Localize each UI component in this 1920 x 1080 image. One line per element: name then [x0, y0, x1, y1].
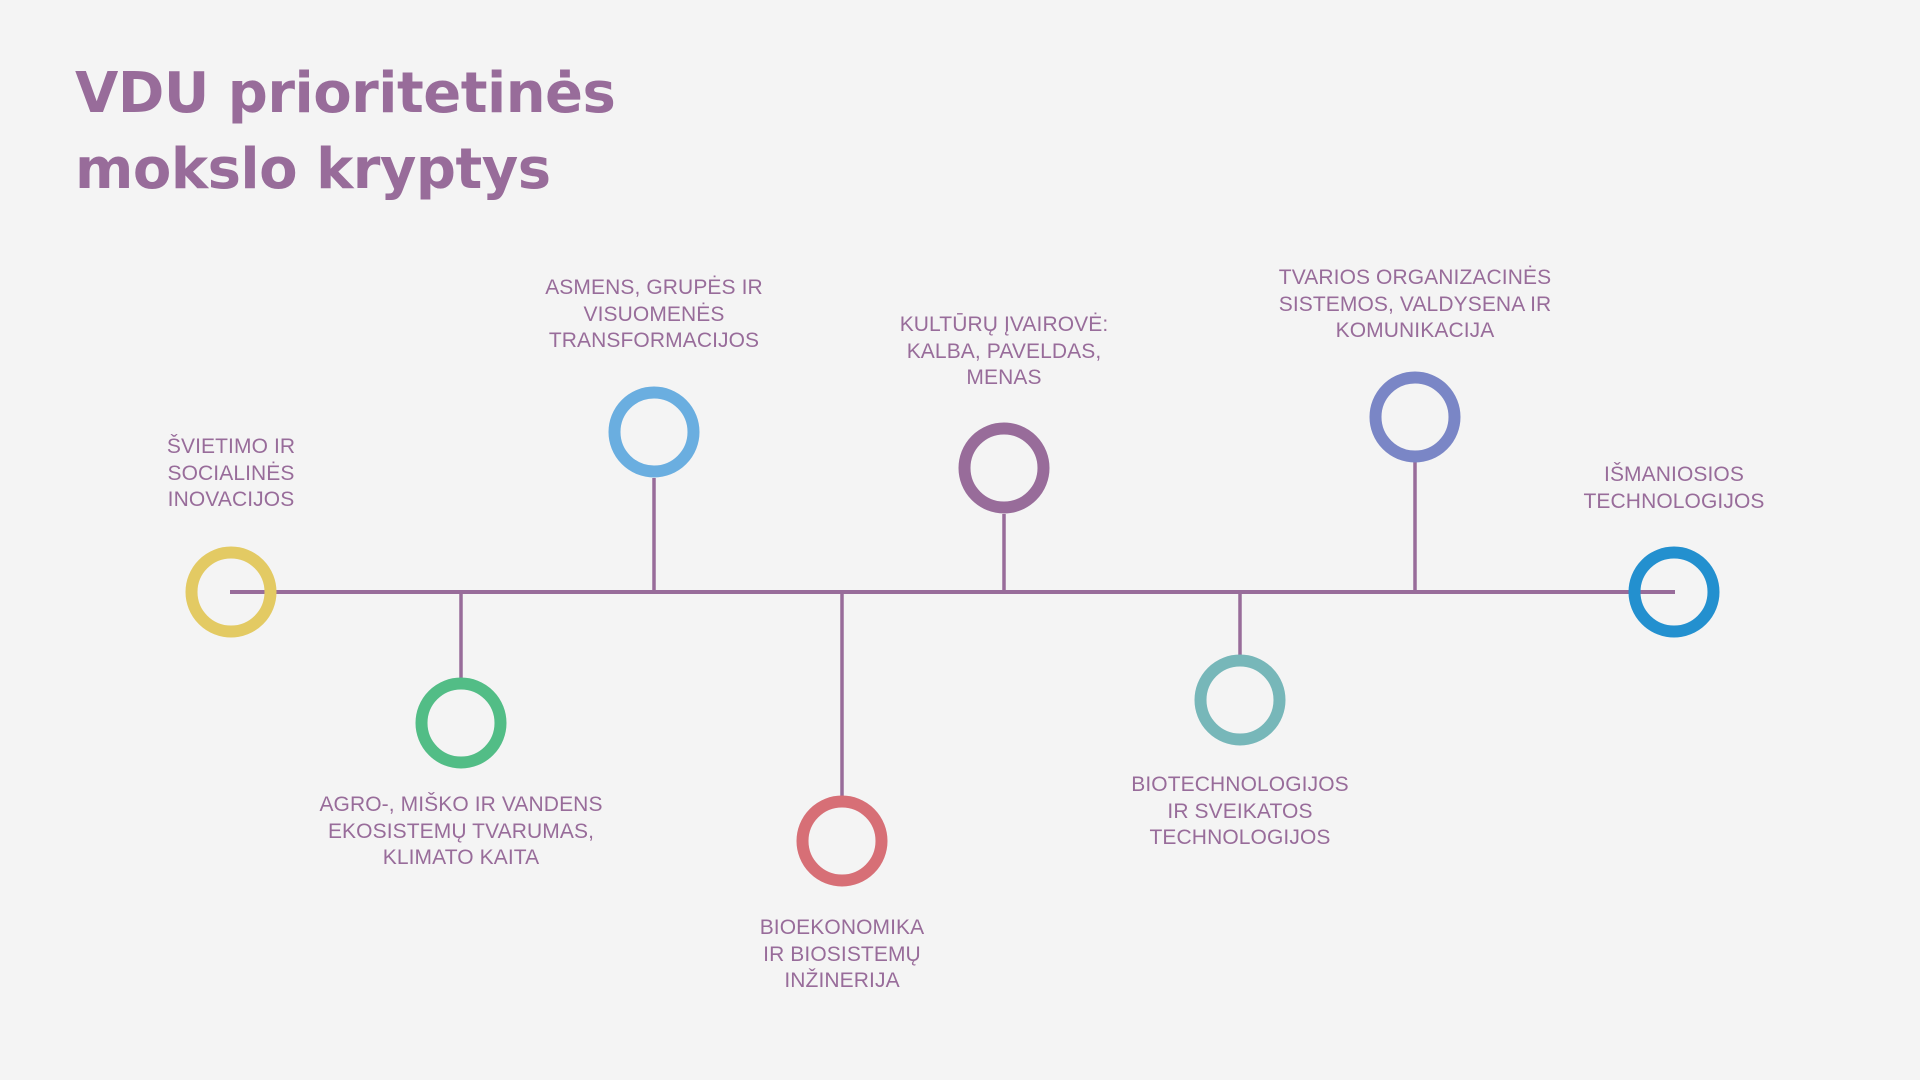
label-line: SISTEMOS, VALDYSENA IR — [1278, 292, 1552, 316]
label-line: TECHNOLOGIJOS — [1583, 489, 1765, 513]
page-title: VDU prioritetinės mokslo kryptys — [75, 56, 616, 208]
node-ring-biotechnologijos — [1194, 654, 1286, 746]
label-line: ŠVIETIMO IR — [166, 435, 296, 458]
label-line: KULTŪRŲ ĮVAIROVĖ: — [899, 313, 1109, 336]
label-line: TECHNOLOGIJOS — [1149, 826, 1331, 849]
node-ring-kulturu — [958, 422, 1050, 514]
node-label-svietimo: ŠVIETIMO IR SOCIALINĖS INOVACIJOS — [61, 434, 401, 514]
node-label-kulturu: KULTŪRŲ ĮVAIROVĖ: KALBA, PAVELDAS, MENAS — [834, 312, 1174, 392]
label-line: ASMENS, GRUPĖS IR — [545, 276, 763, 299]
node-label-asmens: ASMENS, GRUPĖS IR VISUOMENĖS TRANSFORMAC… — [484, 275, 824, 355]
label-line: IR BIOSISTEMŲ — [763, 942, 921, 966]
node-ring-ismaniosios — [1628, 546, 1720, 638]
node-ring-asmens — [608, 386, 700, 478]
label-line: MENAS — [966, 366, 1042, 389]
node-ring-bioekonomika — [796, 795, 888, 887]
node-label-agro: AGRO-, MIŠKO IR VANDENS EKOSISTEMŲ TVARU… — [291, 792, 631, 872]
node-ring-tvarios — [1369, 371, 1461, 463]
page-title-line-2: mokslo kryptys — [75, 137, 551, 202]
label-line: VISUOMENĖS — [583, 302, 725, 326]
node-label-bioekonomika: BIOEKONOMIKA IR BIOSISTEMŲ INŽINERIJA — [672, 915, 1012, 995]
label-line: INOVACIJOS — [167, 488, 295, 511]
label-line: INŽINERIJA — [784, 969, 900, 992]
label-line: TRANSFORMACIJOS — [548, 329, 760, 352]
node-ring-agro — [415, 677, 507, 769]
label-line: IŠMANIOSIOS — [1604, 463, 1744, 486]
page-title-line-1: VDU prioritetinės — [75, 61, 616, 126]
label-line: KALBA, PAVELDAS, — [906, 339, 1102, 363]
label-line: TVARIOS ORGANIZACINĖS — [1278, 266, 1552, 289]
label-line: KLIMATO KAITA — [382, 846, 540, 869]
label-line: BIOEKONOMIKA — [759, 916, 925, 939]
node-label-biotechnologijos: BIOTECHNOLOGIJOS IR SVEIKATOS TECHNOLOGI… — [1070, 772, 1410, 852]
label-line: IR SVEIKATOS — [1167, 799, 1313, 823]
node-label-ismaniosios: IŠMANIOSIOS TECHNOLOGIJOS — [1504, 462, 1844, 515]
label-line: AGRO-, MIŠKO IR VANDENS — [319, 793, 603, 816]
label-line: SOCIALINĖS — [167, 461, 295, 485]
node-label-tvarios: TVARIOS ORGANIZACINĖS SISTEMOS, VALDYSEN… — [1245, 265, 1585, 345]
label-line: BIOTECHNOLOGIJOS — [1131, 773, 1349, 796]
label-line: EKOSISTEMŲ TVARUMAS, — [327, 819, 595, 843]
label-line: KOMUNIKACIJA — [1335, 319, 1495, 342]
node-ring-svietimo — [185, 546, 277, 638]
